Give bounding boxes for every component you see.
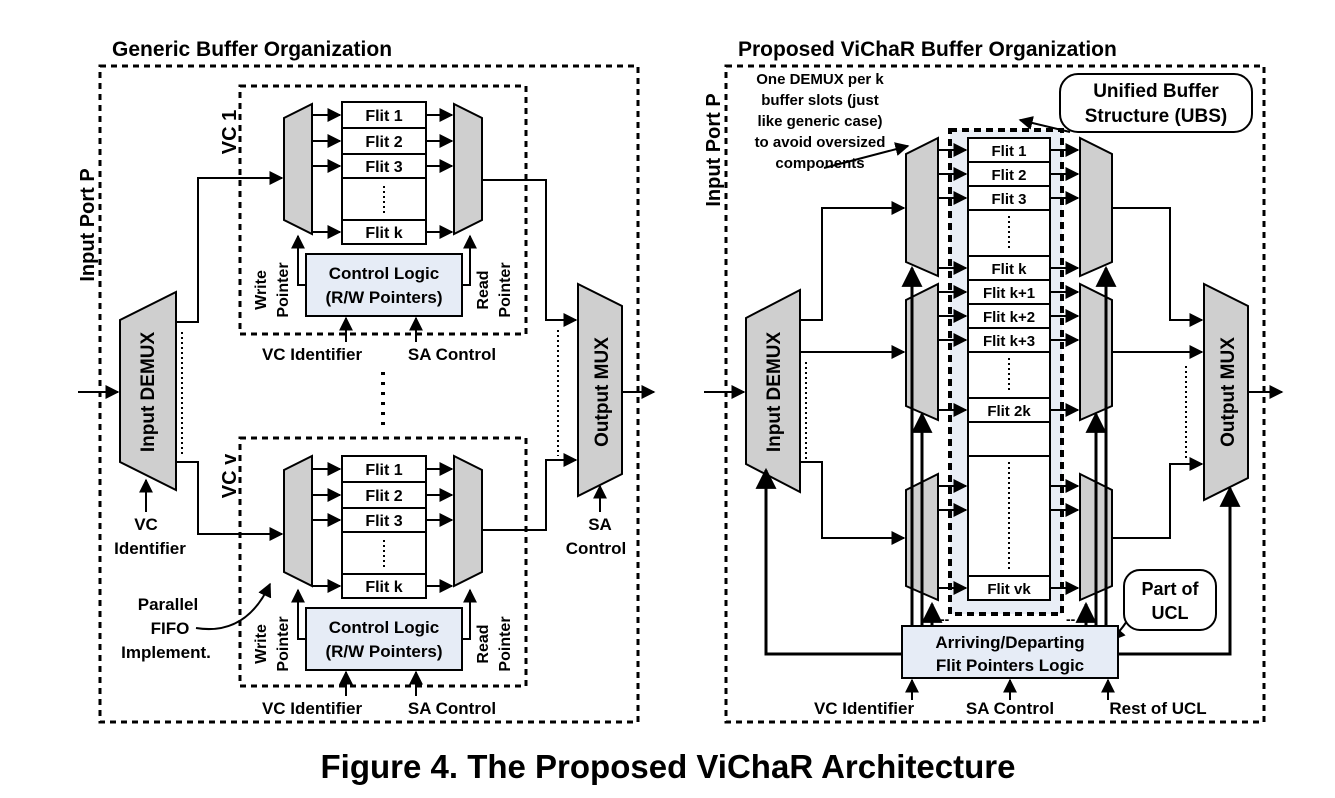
vichar-sa-control: SA Control xyxy=(966,699,1054,718)
generic-mux-ctrl-a: SA xyxy=(588,515,612,534)
vc1-control-logic-line1: Control Logic xyxy=(329,264,439,283)
vc1-flit-3: Flit 3 xyxy=(365,159,402,176)
vc1-flit-column: Flit 1 Flit 2 Flit 3 Flit k xyxy=(341,101,427,245)
ubs-label-b: Structure (UBS) xyxy=(1085,106,1228,127)
part-of-ucl-callout xyxy=(1123,569,1217,631)
vichar-vc-identifier: VC Identifier xyxy=(814,699,915,718)
vcv-control-logic-line2: (R/W Pointers) xyxy=(325,642,442,661)
generic-port-label: Input Port P xyxy=(77,168,99,281)
ubs-read-mux-2 xyxy=(1079,282,1113,422)
vcv-control-logic-line1: Control Logic xyxy=(329,618,439,637)
vcv-flit-1: Flit 1 xyxy=(365,462,402,479)
vcv-flit-column: Flit 1 Flit 2 Flit 3 Flit k xyxy=(341,455,427,599)
ubs-write-demux-1 xyxy=(905,136,939,278)
vichar-input-demux xyxy=(745,288,801,494)
ubs-label-a: Unified Buffer xyxy=(1093,81,1219,102)
vichar-note-5: components xyxy=(775,155,864,172)
ubs-write-demux-2 xyxy=(905,282,939,422)
ubs-frame xyxy=(948,128,1064,616)
vcv-flit-3: Flit 3 xyxy=(365,513,402,530)
vichar-note-3: like generic case) xyxy=(757,113,882,130)
vcv-write-demux xyxy=(283,454,313,588)
vichar-output-mux xyxy=(1203,282,1249,502)
vc1-write-pointer-a: Write xyxy=(253,270,270,310)
vc1-flit-1: Flit 1 xyxy=(365,108,402,125)
vc1-sa-control: SA Control xyxy=(408,345,496,364)
part-of-ucl-b: UCL xyxy=(1152,603,1189,623)
parallel-fifo-a: Parallel xyxy=(138,595,199,614)
vc1-vc-identifier: VC Identifier xyxy=(262,345,363,364)
pointer-dots-right: -- xyxy=(1066,611,1076,627)
vichar-note-1: One DEMUX per k xyxy=(756,71,884,88)
vichar-input-demux-label: Input DEMUX xyxy=(764,332,785,453)
vcv-vc-identifier: VC Identifier xyxy=(262,699,363,718)
generic-demux-ctrl-b: Identifier xyxy=(114,539,186,558)
ubs-slot-arrows xyxy=(938,143,1080,595)
vcv-flit-k: Flit k xyxy=(365,579,402,596)
vcv-frame xyxy=(238,436,528,688)
ubs-flit-k2: Flit k+2 xyxy=(983,309,1035,326)
generic-output-mux-label: Output MUX xyxy=(592,337,613,447)
ubs-flit-1: Flit 1 xyxy=(991,143,1026,160)
generic-input-demux-label: Input DEMUX xyxy=(138,332,159,453)
generic-panel-title: Generic Buffer Organization xyxy=(112,38,392,61)
vichar-panel-title: Proposed ViChaR Buffer Organization xyxy=(738,38,1117,61)
vc1-read-mux xyxy=(453,102,483,236)
ubs-flit-2k: Flit 2k xyxy=(987,403,1031,420)
ubs-flit-k1: Flit k+1 xyxy=(983,285,1035,302)
ubs-flit-column: Flit 1 Flit 2 Flit 3 Flit k Flit k+1 Fli… xyxy=(967,137,1051,601)
generic-buffer-panel: Generic Buffer Organization Input Port P… xyxy=(77,38,656,724)
part-of-ucl-a: Part of xyxy=(1141,579,1199,599)
vichar-output-mux-label: Output MUX xyxy=(1218,337,1239,447)
pointer-logic-line1: Arriving/Departing xyxy=(935,633,1084,652)
vcv-write-pointer-a: Write xyxy=(253,624,270,664)
vichar-buffer-panel: Proposed ViChaR Buffer Organization Inpu… xyxy=(703,38,1284,724)
vcv-flit-2: Flit 2 xyxy=(365,488,402,505)
vcv-read-pointer-a: Read xyxy=(475,624,492,663)
vcv-flit-arrows xyxy=(312,462,454,593)
vc1-label: VC 1 xyxy=(219,110,241,154)
pointer-feedback-lines xyxy=(755,265,1241,656)
parallel-fifo-b: FIFO xyxy=(151,619,190,638)
vc1-read-pointer-b: Pointer xyxy=(497,262,514,317)
vc1-flit-k: Flit k xyxy=(365,225,402,242)
pointer-logic-box xyxy=(901,625,1119,679)
generic-port-frame xyxy=(98,64,640,724)
vc1-flit-2: Flit 2 xyxy=(365,134,402,151)
vichar-rest-of-ucl: Rest of UCL xyxy=(1109,699,1206,718)
vc1-write-pointer-b: Pointer xyxy=(275,262,292,317)
ubs-read-mux-1 xyxy=(1079,136,1113,278)
vc1-control-logic-line2: (R/W Pointers) xyxy=(325,288,442,307)
generic-mux-ctrl-b: Control xyxy=(566,539,626,558)
generic-output-mux xyxy=(577,282,623,498)
pointer-dots-left: -- xyxy=(940,611,950,627)
ubs-callout xyxy=(1059,73,1253,133)
vc1-frame xyxy=(238,84,528,336)
generic-demux-ctrl-a: VC xyxy=(134,515,158,534)
vcv-sa-control: SA Control xyxy=(408,699,496,718)
vcv-label: VC v xyxy=(219,453,241,498)
pointer-logic-line2: Flit Pointers Logic xyxy=(936,656,1084,675)
vichar-note-2: buffer slots (just xyxy=(761,92,879,109)
figure-caption: Figure 4. The Proposed ViChaR Architectu… xyxy=(321,748,1016,785)
parallel-fifo-c: Implement. xyxy=(121,643,211,662)
vcv-write-pointer-b: Pointer xyxy=(275,616,292,671)
vcv-read-pointer-b: Pointer xyxy=(497,616,514,671)
vcv-read-mux xyxy=(453,454,483,588)
generic-wires xyxy=(78,171,656,630)
generic-input-demux xyxy=(119,290,177,492)
ubs-flit-k3: Flit k+3 xyxy=(983,333,1035,350)
ubs-flit-k: Flit k xyxy=(991,261,1027,278)
vichar-wires xyxy=(704,116,1284,642)
ubs-flit-2: Flit 2 xyxy=(991,167,1026,184)
vc1-write-demux xyxy=(283,102,313,236)
vc1-flit-arrows xyxy=(312,108,454,239)
vichar-port-label: Input Port P xyxy=(703,93,725,206)
vichar-port-frame xyxy=(724,64,1266,724)
ubs-flit-3: Flit 3 xyxy=(991,191,1026,208)
vc1-read-pointer-a: Read xyxy=(475,270,492,309)
vichar-note-4: to avoid oversized xyxy=(755,134,886,151)
ubs-flit-vk: Flit vk xyxy=(987,581,1031,598)
